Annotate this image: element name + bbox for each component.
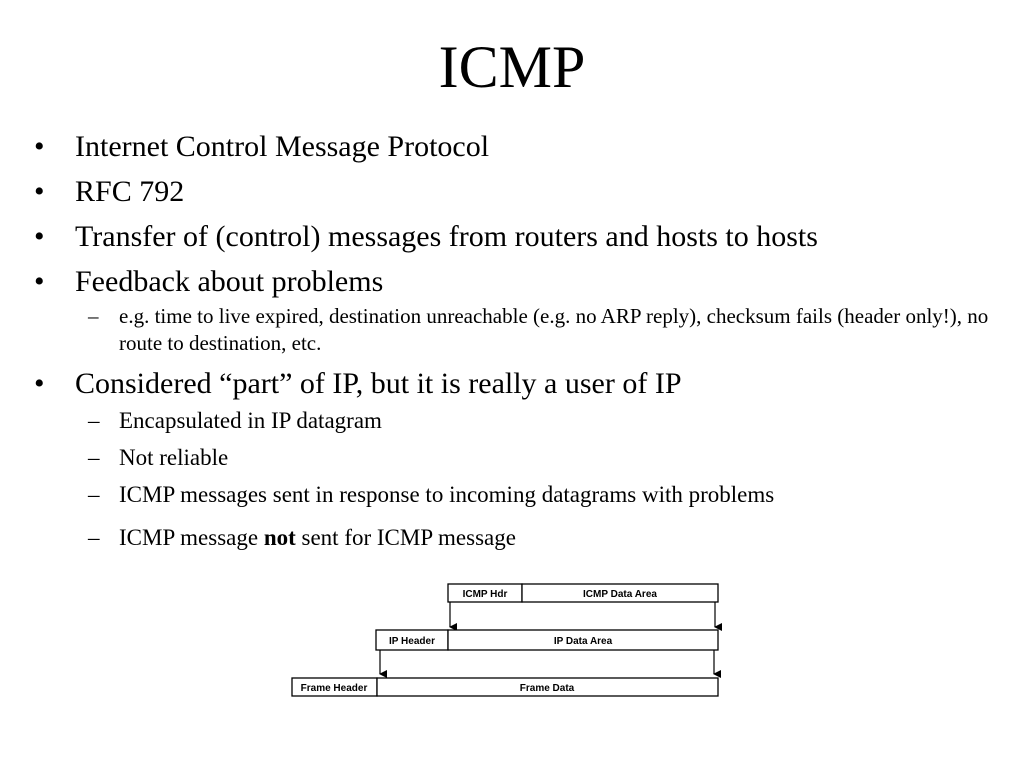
sub-bullet-text: Encapsulated in IP datagram xyxy=(119,408,382,433)
sub-bullet-item: – ICMP messages sent in response to inco… xyxy=(32,481,1002,508)
dash-marker: – xyxy=(88,482,100,507)
sub-bullet-item: – ICMP message not sent for ICMP message xyxy=(32,524,1002,551)
bullet-text: Feedback about problems xyxy=(75,265,384,298)
bullet-text: Considered “part” of IP, but it is reall… xyxy=(75,367,682,400)
bullet-item: • Feedback about problems xyxy=(32,265,1002,299)
ip-data-box xyxy=(447,629,719,651)
slide-body: • Internet Control Message Protocol • RF… xyxy=(32,130,1002,551)
sub-bullet-text: Not reliable xyxy=(119,445,229,470)
bullet-item: • Considered “part” of IP, but it is rea… xyxy=(32,367,1002,401)
sub-bullet-text-prefix: ICMP message xyxy=(119,525,264,550)
sub-bullet-text: e.g. time to live expired, destination u… xyxy=(119,304,989,355)
sub-bullet-text: ICMP messages sent in response to incomi… xyxy=(119,482,775,507)
bullet-item: • RFC 792 xyxy=(32,175,1002,209)
sub-bullet-item: – Not reliable xyxy=(32,444,1002,471)
bullet-marker: • xyxy=(34,175,45,208)
emphasis-not: not xyxy=(263,525,296,550)
icmp-data-box xyxy=(521,583,719,603)
frame-data-box xyxy=(376,677,719,697)
encapsulation-diagram: ICMP Hdr ICMP Data Area IP Header IP Dat… xyxy=(290,582,722,700)
sub-bullet-item: – Encapsulated in IP datagram xyxy=(32,407,1002,434)
icmp-message-row: ICMP Hdr ICMP Data Area xyxy=(447,583,719,603)
bullet-marker: • xyxy=(34,220,45,253)
bullet-marker: • xyxy=(34,367,45,400)
slide-title: ICMP xyxy=(438,34,586,100)
sub-bullet-text-suffix: sent for ICMP message xyxy=(295,525,516,550)
ip-data-label: IP Data Area xyxy=(554,636,613,647)
dash-marker: – xyxy=(88,408,100,433)
bullet-item: • Internet Control Message Protocol xyxy=(32,130,1002,164)
bullet-marker: • xyxy=(34,130,45,163)
ip-datagram-row: IP Header IP Data Area xyxy=(375,629,719,651)
bullet-text: Transfer of (control) messages from rout… xyxy=(75,220,818,253)
frame-header-label: Frame Header xyxy=(301,683,368,694)
bullet-item: • Transfer of (control) messages from ro… xyxy=(32,220,1002,254)
frame-data-label: Frame Data xyxy=(520,683,575,694)
dash-marker: – xyxy=(88,525,100,550)
dash-marker: – xyxy=(88,445,100,470)
dash-marker: – xyxy=(88,304,99,328)
arrows-ip-to-frame xyxy=(379,650,721,678)
bullet-text: Internet Control Message Protocol xyxy=(75,130,490,163)
icmp-header-label: ICMP Hdr xyxy=(463,589,508,600)
sub-bullet-item: – e.g. time to live expired, destination… xyxy=(32,303,1002,357)
ip-header-label: IP Header xyxy=(389,636,435,647)
frame-row: Frame Header Frame Data xyxy=(291,677,719,697)
bullet-marker: • xyxy=(34,265,45,298)
arrows-icmp-to-ip xyxy=(449,602,722,631)
bullet-text: RFC 792 xyxy=(75,175,185,208)
icmp-data-label: ICMP Data Area xyxy=(583,589,657,600)
